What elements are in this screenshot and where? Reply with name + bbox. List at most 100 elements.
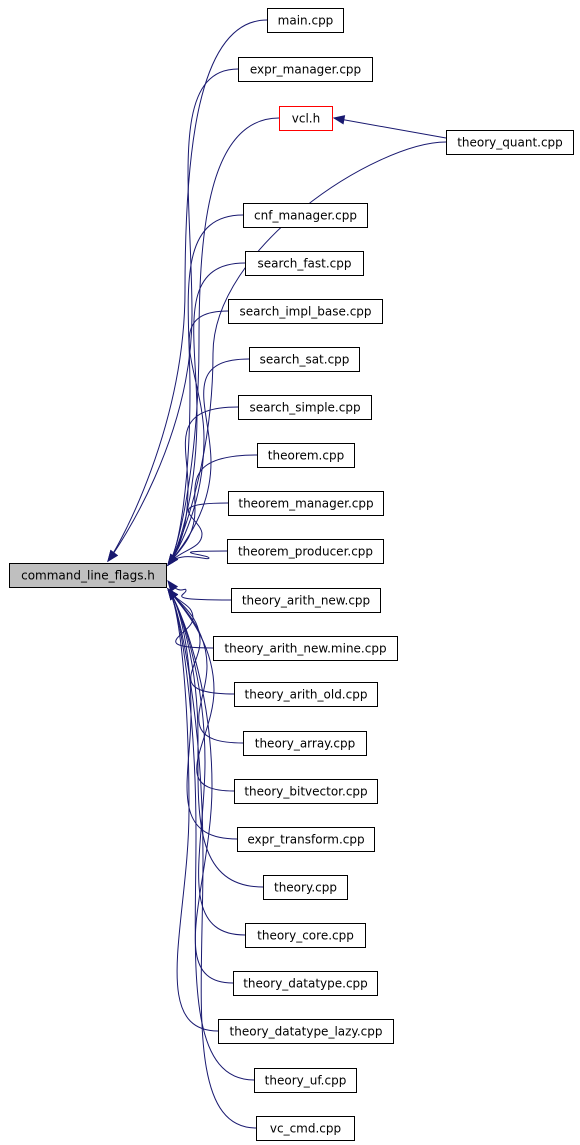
node-box [231,588,381,613]
node-box [218,1019,394,1044]
node-label: theory_uf.cpp [265,1074,347,1088]
edge-theory_quant-to-vcl [333,117,447,139]
node-theory-uf[interactable]: theory_uf.cpp [254,1068,357,1093]
node-box [243,203,368,228]
node-box [257,443,355,468]
node-theory-core[interactable]: theory_core.cpp [245,923,366,948]
edge-search_impl_base-to-root [167,310,229,566]
node-label: theory_datatype_lazy.cpp [230,1025,383,1039]
node-theory-datatype-lazy[interactable]: theory_datatype_lazy.cpp [218,1019,394,1044]
node-label: main.cpp [278,14,334,28]
node-search-sat[interactable]: search_sat.cpp [249,347,360,372]
node-box [238,57,373,82]
node-label: vcl.h [292,112,320,126]
node-label: theory_bitvector.cpp [244,785,367,799]
node-theory-arith-new-mine[interactable]: theory_arith_new.mine.cpp [213,636,398,661]
edge-search_simple-to-root [167,406,239,566]
node-label: search_simple.cpp [249,401,360,415]
arrowhead-expr_manager-to-root [107,549,119,563]
node-label: search_impl_base.cpp [239,305,371,319]
node-box [279,106,333,131]
node-box [234,779,378,804]
node-label: command_line_flags.h [21,569,155,583]
edge-main-to-root [107,19,268,562]
edge-theory_arith_old-to-root [167,588,235,695]
node-label: theory_arith_new.cpp [242,594,370,608]
node-search-fast[interactable]: search_fast.cpp [245,251,364,276]
node-theory-array[interactable]: theory_array.cpp [243,731,367,756]
node-label: theory_datatype.cpp [243,977,368,991]
node-box [245,923,366,948]
node-box [228,491,384,516]
edge-theory_arith_new_mine-to-root [167,588,214,649]
edge-theory_uf-to-root [167,588,255,1081]
node-theory[interactable]: theory.cpp [263,875,348,900]
edge-expr_manager-to-root [107,68,239,562]
node-label: theory_arith_new.mine.cpp [224,642,386,656]
edge-theory_arith_new-to-root [167,580,232,601]
arrowhead-vc_cmd-to-root [167,587,179,601]
edge-vcl-to-root [167,117,280,566]
edge-expr_transform-to-root [167,588,238,840]
node-box [263,875,348,900]
node-theorem[interactable]: theorem.cpp [257,443,355,468]
node-expr-manager[interactable]: expr_manager.cpp [238,57,373,82]
edges-layer [107,19,447,1129]
node-search-simple[interactable]: search_simple.cpp [238,395,372,420]
node-label: theory.cpp [274,881,337,895]
node-expr-transform[interactable]: expr_transform.cpp [237,827,375,852]
edge-theorem_manager-to-root [167,502,229,566]
edge-search_sat-to-root [167,358,250,566]
node-search-impl-base[interactable]: search_impl_base.cpp [228,299,383,324]
edge-theory_core-to-root [167,588,246,936]
node-theory-arith-old[interactable]: theory_arith_old.cpp [234,682,378,707]
node-box [237,827,375,852]
node-box [9,563,167,588]
node-label: cnf_manager.cpp [254,209,357,223]
node-label: expr_transform.cpp [247,833,364,847]
node-label: search_fast.cpp [257,257,351,271]
node-theory-quant[interactable]: theory_quant.cpp [446,130,574,155]
edge-theory_datatype_lazy-to-root [167,588,219,1032]
node-main[interactable]: main.cpp [267,8,344,33]
node-cnf-manager[interactable]: cnf_manager.cpp [243,203,368,228]
edge-theory-to-root [167,588,264,888]
node-theory-datatype[interactable]: theory_datatype.cpp [233,971,378,996]
node-box [227,539,384,564]
edge-theory_datatype-to-root [167,588,234,984]
node-box [243,731,367,756]
edge-theory_quant-to-root [167,141,447,566]
edge-theory_array-to-root [167,588,244,744]
node-box [256,1116,355,1141]
arrowhead-theory_arith_new-to-root [167,579,179,593]
node-root: command_line_flags.h [9,563,167,588]
node-box [267,8,344,33]
node-theorem-producer[interactable]: theorem_producer.cpp [227,539,384,564]
node-vc-cmd[interactable]: vc_cmd.cpp [256,1116,355,1141]
node-box [238,395,372,420]
node-box [233,971,378,996]
node-label: theory_core.cpp [257,929,354,943]
node-box [234,682,378,707]
node-label: vc_cmd.cpp [270,1122,341,1136]
node-label: theorem.cpp [268,449,344,463]
node-box [249,347,360,372]
node-label: theorem_manager.cpp [238,497,373,511]
node-box [254,1068,357,1093]
edge-vc_cmd-to-root [167,588,257,1129]
arrowhead-theory_quant-to-vcl [332,115,346,125]
nodes-layer: command_line_flags.h main.cpp expr_manager… [9,8,574,1141]
node-label: theory_array.cpp [255,737,355,751]
edge-search_fast-to-root [167,262,246,566]
node-label: search_sat.cpp [260,353,350,367]
node-box [228,299,383,324]
edge-theorem-to-root [167,454,258,566]
node-box [446,130,574,155]
node-theory-bitvector[interactable]: theory_bitvector.cpp [234,779,378,804]
node-theory-arith-new[interactable]: theory_arith_new.cpp [231,588,381,613]
edge-theorem_producer-to-root [167,550,228,566]
node-theorem-manager[interactable]: theorem_manager.cpp [228,491,384,516]
node-vcl[interactable]: vcl.h [279,106,333,131]
arrowhead-theorem_producer-to-root [167,553,179,567]
